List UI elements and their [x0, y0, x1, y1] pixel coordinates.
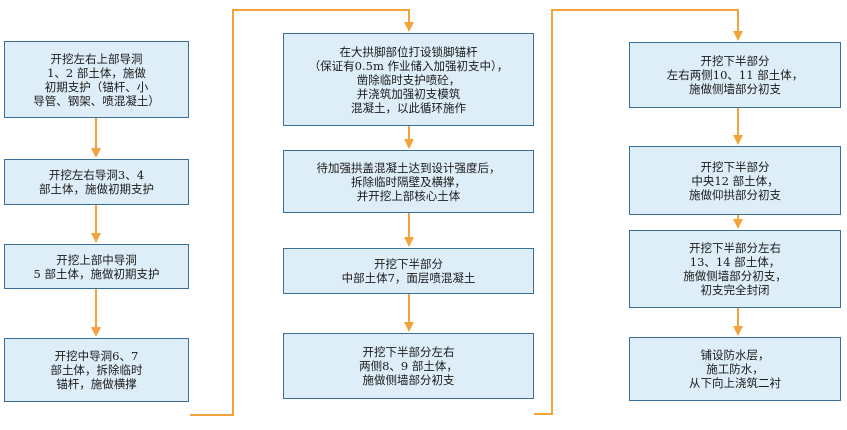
step-text-12: 铺设防水层， 施工防水， 从下向上浇筑二衬 — [689, 348, 781, 390]
step-text-3: 开挖上部中导洞 5 部土体，施做初期支护 — [33, 252, 160, 281]
step-text-1: 开挖左右上部导洞 1、2 部土体，施做 初期支护（锚杆、小 导管、钢架、喷混凝土… — [33, 51, 160, 108]
step-text-6: 待加强拱盖混凝土达到设计强度后， 拆除临时隔壁及横撑， 并开挖上部核心土体 — [316, 160, 501, 203]
step-box-12: 铺设防水层， 施工防水， 从下向上浇筑二衬 — [629, 337, 841, 401]
step-box-10: 开挖下半部分 中央12 部土体， 施做仰拱部分初支 — [629, 146, 841, 215]
arrow-4-5 — [190, 9, 414, 416]
arrow-8-9 — [534, 9, 743, 415]
step-box-7: 开挖下半部分 中部土体7，面层喷混凝土 — [283, 248, 534, 294]
step-text-2: 开挖左右导洞3、4 部土体，施做初期支护 — [39, 168, 154, 196]
step-text-11: 开挖下半部分左右 13、14 部土体， 施做侧墙部分初支， 初支完全封闭 — [683, 241, 787, 297]
step-box-6: 待加强拱盖混凝土达到设计强度后， 拆除临时隔壁及横撑， 并开挖上部核心土体 — [283, 150, 534, 213]
step-text-10: 开挖下半部分 中央12 部土体， 施做仰拱部分初支 — [689, 159, 781, 202]
step-box-4: 开挖中导洞6、7 部土体，拆除临时 锚杆，施做横撑 — [4, 338, 189, 402]
step-box-11: 开挖下半部分左右 13、14 部土体， 施做侧墙部分初支， 初支完全封闭 — [629, 230, 841, 308]
step-box-3: 开挖上部中导洞 5 部土体，施做初期支护 — [4, 244, 189, 289]
step-text-9: 开挖下半部分 左右两侧10、11 部土体， 施做侧墙部分初支 — [666, 54, 804, 96]
step-text-8: 开挖下半部分左右 两侧8、9 部土体， 施做侧墙部分初支 — [359, 345, 458, 387]
step-text-4: 开挖中导洞6、7 部土体，拆除临时 锚杆，施做横撑 — [50, 349, 143, 391]
step-text-5: 在大拱脚部位打设锁脚锚杆 （保证有0.5m 作业储入加强初支中）， 凿除临时支护… — [308, 44, 509, 115]
step-box-9: 开挖下半部分 左右两侧10、11 部土体， 施做侧墙部分初支 — [629, 42, 841, 108]
step-box-5: 在大拱脚部位打设锁脚锚杆 （保证有0.5m 作业储入加强初支中）， 凿除临时支护… — [283, 33, 534, 126]
step-box-1: 开挖左右上部导洞 1、2 部土体，施做 初期支护（锚杆、小 导管、钢架、喷混凝土… — [4, 41, 189, 118]
step-text-7: 开挖下半部分 中部土体7，面层喷混凝土 — [341, 257, 476, 285]
step-box-8: 开挖下半部分左右 两侧8、9 部土体， 施做侧墙部分初支 — [283, 333, 534, 399]
step-box-2: 开挖左右导洞3、4 部土体，施做初期支护 — [4, 159, 189, 205]
